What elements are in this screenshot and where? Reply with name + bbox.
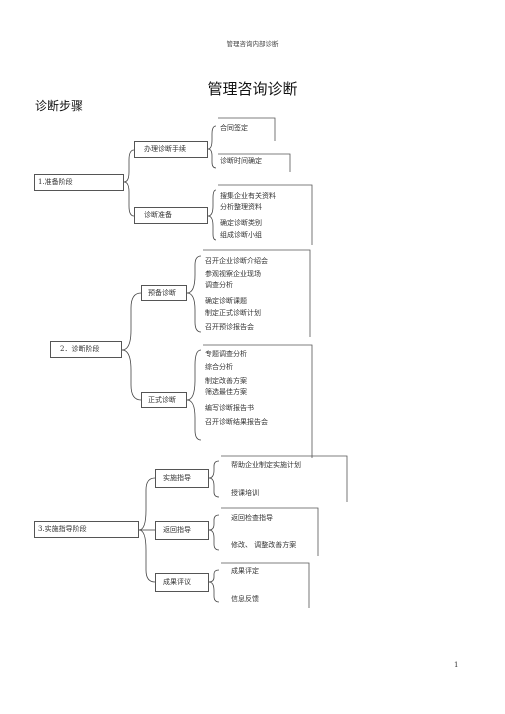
s1-step1-box: 办理诊断手续 bbox=[134, 141, 208, 158]
s3-step3-label: 成果评议 bbox=[163, 578, 191, 586]
s2-step2-item: 综合分析 bbox=[205, 363, 233, 371]
s1-step1-brace-lower bbox=[207, 148, 217, 169]
s1-step2-item: 确定诊断类别 bbox=[220, 219, 262, 227]
s3-step3-brace-lower bbox=[208, 581, 220, 603]
stage2-label: 2．诊断阶段 bbox=[60, 345, 100, 353]
s3-step2-frame bbox=[221, 507, 319, 556]
stage1-brace-lower bbox=[123, 181, 135, 217]
s1-step1-item: 合同签定 bbox=[220, 124, 248, 132]
s3-step1-brace bbox=[208, 460, 220, 479]
s1-step2-brace-lower bbox=[207, 215, 217, 241]
stage1-brace bbox=[123, 149, 135, 183]
section-subtitle: 诊断步骤 bbox=[35, 99, 84, 113]
s2-step1-item: 调查分析 bbox=[205, 281, 233, 289]
s3-step2-item: 返回检查指导 bbox=[231, 514, 273, 522]
s3-step2-box: 返回指导 bbox=[155, 521, 209, 540]
s1-step2-item: 组成诊断小组 bbox=[220, 231, 262, 239]
page-number: 1 bbox=[454, 661, 459, 669]
stage3-brace-lower bbox=[138, 529, 156, 583]
stage2-brace-lower bbox=[121, 349, 142, 401]
stage3-box: 3.实施指导阶段 bbox=[34, 521, 139, 538]
s3-step3-item: 信息反馈 bbox=[231, 595, 259, 603]
stage2-box: 2．诊断阶段 bbox=[50, 341, 122, 358]
s3-step3-frame bbox=[221, 562, 310, 608]
page-title: 管理咨询诊断 bbox=[207, 80, 298, 98]
stage1-label: 1.准备阶段 bbox=[38, 178, 73, 186]
s2-step2-frame bbox=[203, 344, 313, 458]
s2-step2-item: 召开诊断结果报告会 bbox=[205, 418, 268, 426]
s3-step3-brace bbox=[208, 569, 220, 583]
page-header: 管理咨询内部诊断 bbox=[226, 40, 279, 48]
s2-step1-item: 召开预诊报告会 bbox=[205, 323, 254, 331]
s3-step2-brace bbox=[208, 514, 220, 531]
s3-step3-box: 成果评议 bbox=[155, 573, 209, 592]
s2-step2-label: 正式诊断 bbox=[148, 396, 176, 404]
s3-step1-box: 实施指导 bbox=[155, 469, 209, 488]
s1-step1-brace bbox=[207, 125, 217, 150]
s2-step1-item: 召开企业诊断介绍会 bbox=[205, 257, 268, 265]
s2-step2-box: 正式诊断 bbox=[141, 392, 187, 408]
s3-step2-item: 修改、 调整改善方案 bbox=[231, 541, 297, 549]
stage3-label: 3.实施指导阶段 bbox=[38, 525, 87, 533]
s1-step2-box: 诊断准备 bbox=[134, 207, 208, 224]
s3-step1-item: 帮助企业制定实施计划 bbox=[231, 461, 301, 469]
s2-step1-brace bbox=[186, 255, 202, 294]
s1-leaf1-frame bbox=[218, 117, 276, 141]
s1-step1-label: 办理诊断手续 bbox=[144, 145, 186, 153]
s3-step1-brace-lower bbox=[208, 477, 220, 498]
s1-step2-item: 搜集企业有关资料 bbox=[220, 192, 276, 200]
s1-step2-label: 诊断准备 bbox=[144, 211, 172, 219]
s3-step1-frame bbox=[221, 455, 348, 502]
stage2-brace bbox=[121, 292, 142, 351]
s2-step2-brace-lower bbox=[186, 399, 202, 441]
s2-step1-item: 参观视察企业现场 bbox=[205, 270, 261, 278]
s2-step2-brace bbox=[186, 349, 202, 401]
s2-step1-brace-lower bbox=[186, 292, 202, 333]
s2-step1-box: 预备诊断 bbox=[141, 285, 187, 301]
stage1-box: 1.准备阶段 bbox=[34, 174, 124, 191]
stage3-brace bbox=[138, 477, 156, 531]
s3-step3-item: 成果评定 bbox=[231, 567, 259, 575]
s2-step1-item: 确定诊断课题 bbox=[205, 297, 247, 305]
s3-step1-item: 授课培训 bbox=[231, 489, 259, 497]
s2-step1-label: 预备诊断 bbox=[148, 289, 176, 297]
s2-step1-item: 制定正式诊断计划 bbox=[205, 309, 261, 317]
s1-step2-brace bbox=[207, 189, 217, 217]
s3-step1-label: 实施指导 bbox=[163, 474, 191, 482]
s2-step2-item: 制定改善方案 bbox=[205, 377, 247, 385]
s3-step2-label: 返回指导 bbox=[163, 526, 191, 534]
s2-step2-item: 编写诊断报告书 bbox=[205, 404, 254, 412]
s1-step2-item: 分析整理资料 bbox=[220, 203, 262, 211]
s1-leaf2-frame bbox=[218, 153, 291, 172]
s2-step2-item: 专题调查分析 bbox=[205, 350, 247, 358]
s1-step2-frame bbox=[218, 184, 313, 245]
s1-step1-item: 诊断时间确定 bbox=[220, 157, 262, 165]
s2-step1-frame bbox=[203, 249, 311, 337]
s2-step2-item: 筛选最佳方案 bbox=[205, 388, 247, 396]
s3-step2-brace-lower bbox=[208, 529, 220, 551]
